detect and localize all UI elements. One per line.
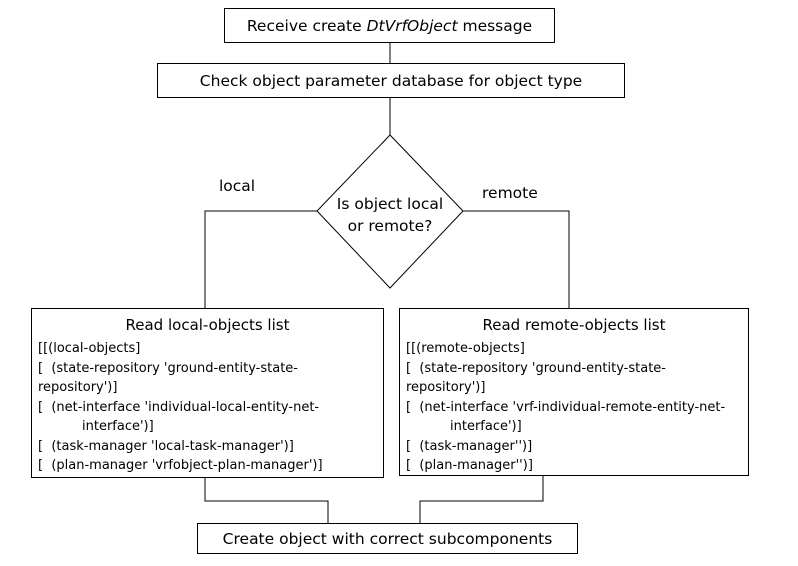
local-objects-list-box: Read local-objects list [[(local-objects… [31, 308, 384, 478]
decision-line-1: Is object local [336, 195, 444, 213]
remote-list-line: [ (net-interface 'vrf-individual-remote-… [406, 399, 726, 415]
create-object-box: Create object with correct subcomponents [197, 523, 578, 554]
local-list-line: repository')] [38, 380, 118, 395]
remote-list-line: repository')] [406, 380, 486, 395]
local-list-line: [ (net-interface 'individual-local-entit… [38, 399, 320, 415]
receive-prefix: Receive create [246, 16, 367, 35]
connector-remote-to-create [419, 476, 544, 523]
local-list-line: [[(local-objects] [38, 341, 141, 356]
remote-objects-list-box: Read remote-objects list [[(remote-objec… [399, 308, 749, 476]
check-database-label: Check object parameter database for obje… [199, 71, 583, 90]
local-list-line: [ (state-repository 'ground-entity-state… [38, 360, 298, 376]
remote-list-line: interface')] [450, 419, 522, 434]
remote-list-line: [ (state-repository 'ground-entity-state… [406, 360, 666, 376]
receive-message-box: Receive create DtVrfObject message [224, 8, 555, 43]
remote-list-line: [ (plan-manager'')] [406, 458, 533, 473]
create-object-label: Create object with correct subcomponents [222, 529, 553, 548]
branch-label-local: local [219, 177, 256, 195]
decision-label: Is object local or remote? [300, 193, 480, 237]
receive-suffix: message [457, 16, 533, 35]
remote-list-line: [[(remote-objects] [406, 341, 525, 356]
remote-list-title: Read remote-objects list [482, 316, 666, 334]
local-list-line: interface')] [82, 419, 154, 434]
local-list-line: [ (task-manager 'local-task-manager')] [38, 438, 294, 454]
check-database-box: Check object parameter database for obje… [157, 63, 625, 98]
local-list-line: [ (plan-manager 'vrfobject-plan-manager'… [38, 458, 323, 473]
local-list-title: Read local-objects list [125, 316, 290, 334]
decision-line-2: or remote? [347, 217, 433, 235]
branch-label-remote: remote [482, 184, 538, 202]
connector-local-to-create [204, 478, 329, 523]
receive-object-name: DtVrfObject [366, 16, 458, 35]
remote-list-line: [ (task-manager'')] [406, 438, 533, 454]
